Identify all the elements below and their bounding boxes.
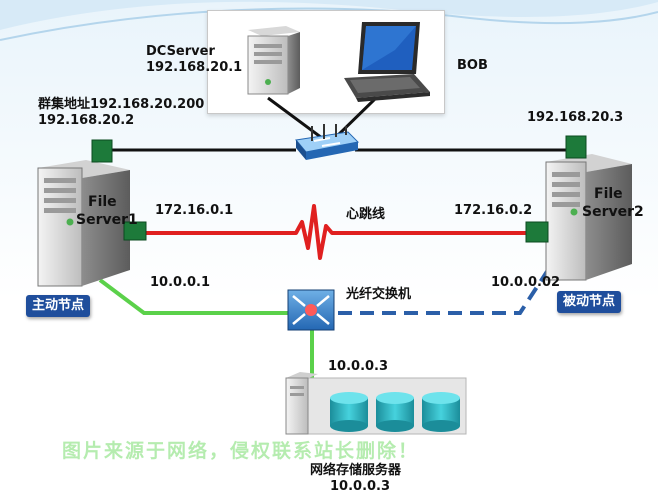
server2-label-line2: Server2 [582,204,644,220]
server1-label-line1: File [88,194,117,210]
storage-name: 网络存储服务器 [310,463,402,478]
passive-node-badge: 被动节点 [557,291,622,313]
fiber-passive-line [338,268,550,315]
heartbeat-ip-left: 172.16.0.1 [155,203,234,218]
server2-label-line1: File [594,186,623,202]
watermark-text: 图片来源于网络，侵权联系站长删除！ [62,440,420,462]
storage-link-ip: 10.0.0.3 [328,359,389,374]
heartbeat-label: 心跳线 [346,207,386,222]
server1-label-line2: Server1 [76,212,138,228]
passive-node-ip: 192.168.20.3 [527,110,624,125]
fiber-active-line [98,278,290,315]
dc-server-ip: 192.168.20.1 [146,60,243,75]
fiber-ip-left: 10.0.0.1 [150,275,211,290]
laptop-to-switch-line [333,96,378,140]
fiber-switch-label: 光纤交换机 [346,287,412,302]
heartbeat-line [146,204,528,260]
storage-ip: 10.0.0.3 [330,479,391,494]
heartbeat-ip-right: 172.16.0.2 [454,203,533,218]
dc-server-name: DCServer [146,44,215,59]
cluster-address: 群集地址192.168.20.200 [38,97,205,112]
active-node-badge: 主动节点 [26,295,91,317]
active-node-ip: 192.168.20.2 [38,113,135,128]
client-name: BOB [457,58,488,73]
fiber-ip-right: 10.0.0.02 [491,275,561,290]
